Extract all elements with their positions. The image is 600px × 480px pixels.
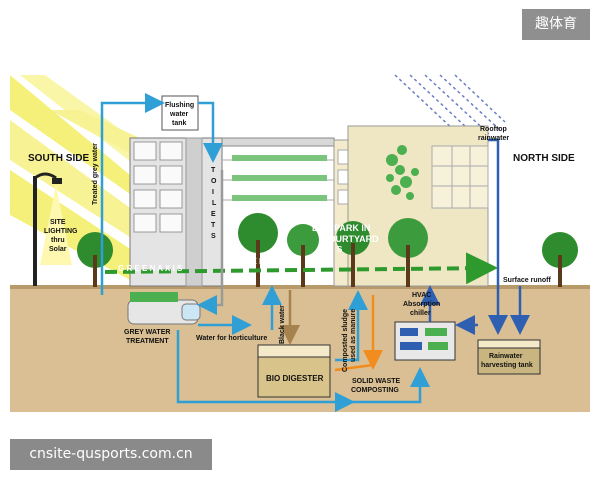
toilets-letter: T [211,167,216,174]
toilets-letter: T [211,222,216,229]
site-lighting-label-1: SITE [50,219,66,226]
rooftop-rainwater-label-1: Rooftop [480,126,507,133]
hvac-label-1: HVAC [412,292,431,299]
grey-water-treatment-label-1: GREY WATER [124,329,170,336]
site-lighting-label-2: LIGHTING [44,228,78,235]
bio-digester-label: BIO DIGESTER [266,374,324,383]
rainwater-tank-label-1: Rainwater [489,353,523,360]
street-lamp [33,172,72,286]
toilets-label: T O I L E T S [211,167,217,240]
hvac-label-3: chiller [410,310,431,317]
bio-digester-tank [257,344,331,398]
rooftop-rainwater-label-2: rainwater [478,135,509,142]
sun-rays [10,75,170,280]
north-building [347,125,489,287]
rainwater-harvesting-tank [477,339,541,375]
solid-waste-label-2: COMPOSTING [351,387,399,394]
composted-sludge-label-1: Composted sludge [342,309,349,372]
vine-wall [386,145,419,200]
green-axis-label-1: G R E E N A X I S [118,264,183,273]
grey-water-treatment-label-2: TREATMENT [126,338,169,345]
flushing-tank-label-2: water [169,111,189,118]
hvac-chiller-unit [394,321,456,361]
grey-water-treatment-unit [127,292,201,325]
rainwater-tank-label-2: harvesting tank [481,362,533,369]
toilets-letter: S [211,233,216,240]
toilets-letter: I [212,189,214,196]
black-water-label: Black water [279,305,286,344]
hvac-label-2: Absorption [403,301,440,308]
south-side-label: SOUTH SIDE [28,153,89,164]
north-side-label: NORTH SIDE [513,153,575,164]
source-badge: 趣体育 [522,9,590,40]
toilets-letter: O [211,178,217,185]
composted-sludge-label-2: used as manure [350,309,357,362]
treated-grey-water-label: Treated grey water [92,143,99,205]
trees [77,213,578,287]
eco-park-label-2: COURTYARD [322,234,379,244]
solid-waste-label-1: SOLID WASTE [352,378,401,385]
green-axis-label-2: G R E E N A X I S [235,257,300,266]
flushing-tank-label-3: tank [172,120,187,127]
site-lighting-label-3: thru [51,237,65,244]
toilets-letter: E [211,211,216,218]
eco-park-label-3: S [337,245,343,254]
courtyard-frame [221,137,335,201]
watermark-label: cnsite-qusports.com.cn [10,439,212,470]
flow-arrows [100,93,530,412]
toilets-letter: L [212,200,217,207]
flushing-tank-label-1: Flushing [165,102,194,109]
ground-line [10,285,590,289]
flushing-water-tank [161,95,199,131]
green-axis-arrow [104,252,498,285]
site-lighting-label-4: Solar [49,246,67,253]
surface-runoff-label: Surface runoff [503,277,552,284]
eco-park-label-1: ECO PARK IN [312,223,370,233]
water-for-horticulture-label: Water for horticulture [196,335,267,342]
